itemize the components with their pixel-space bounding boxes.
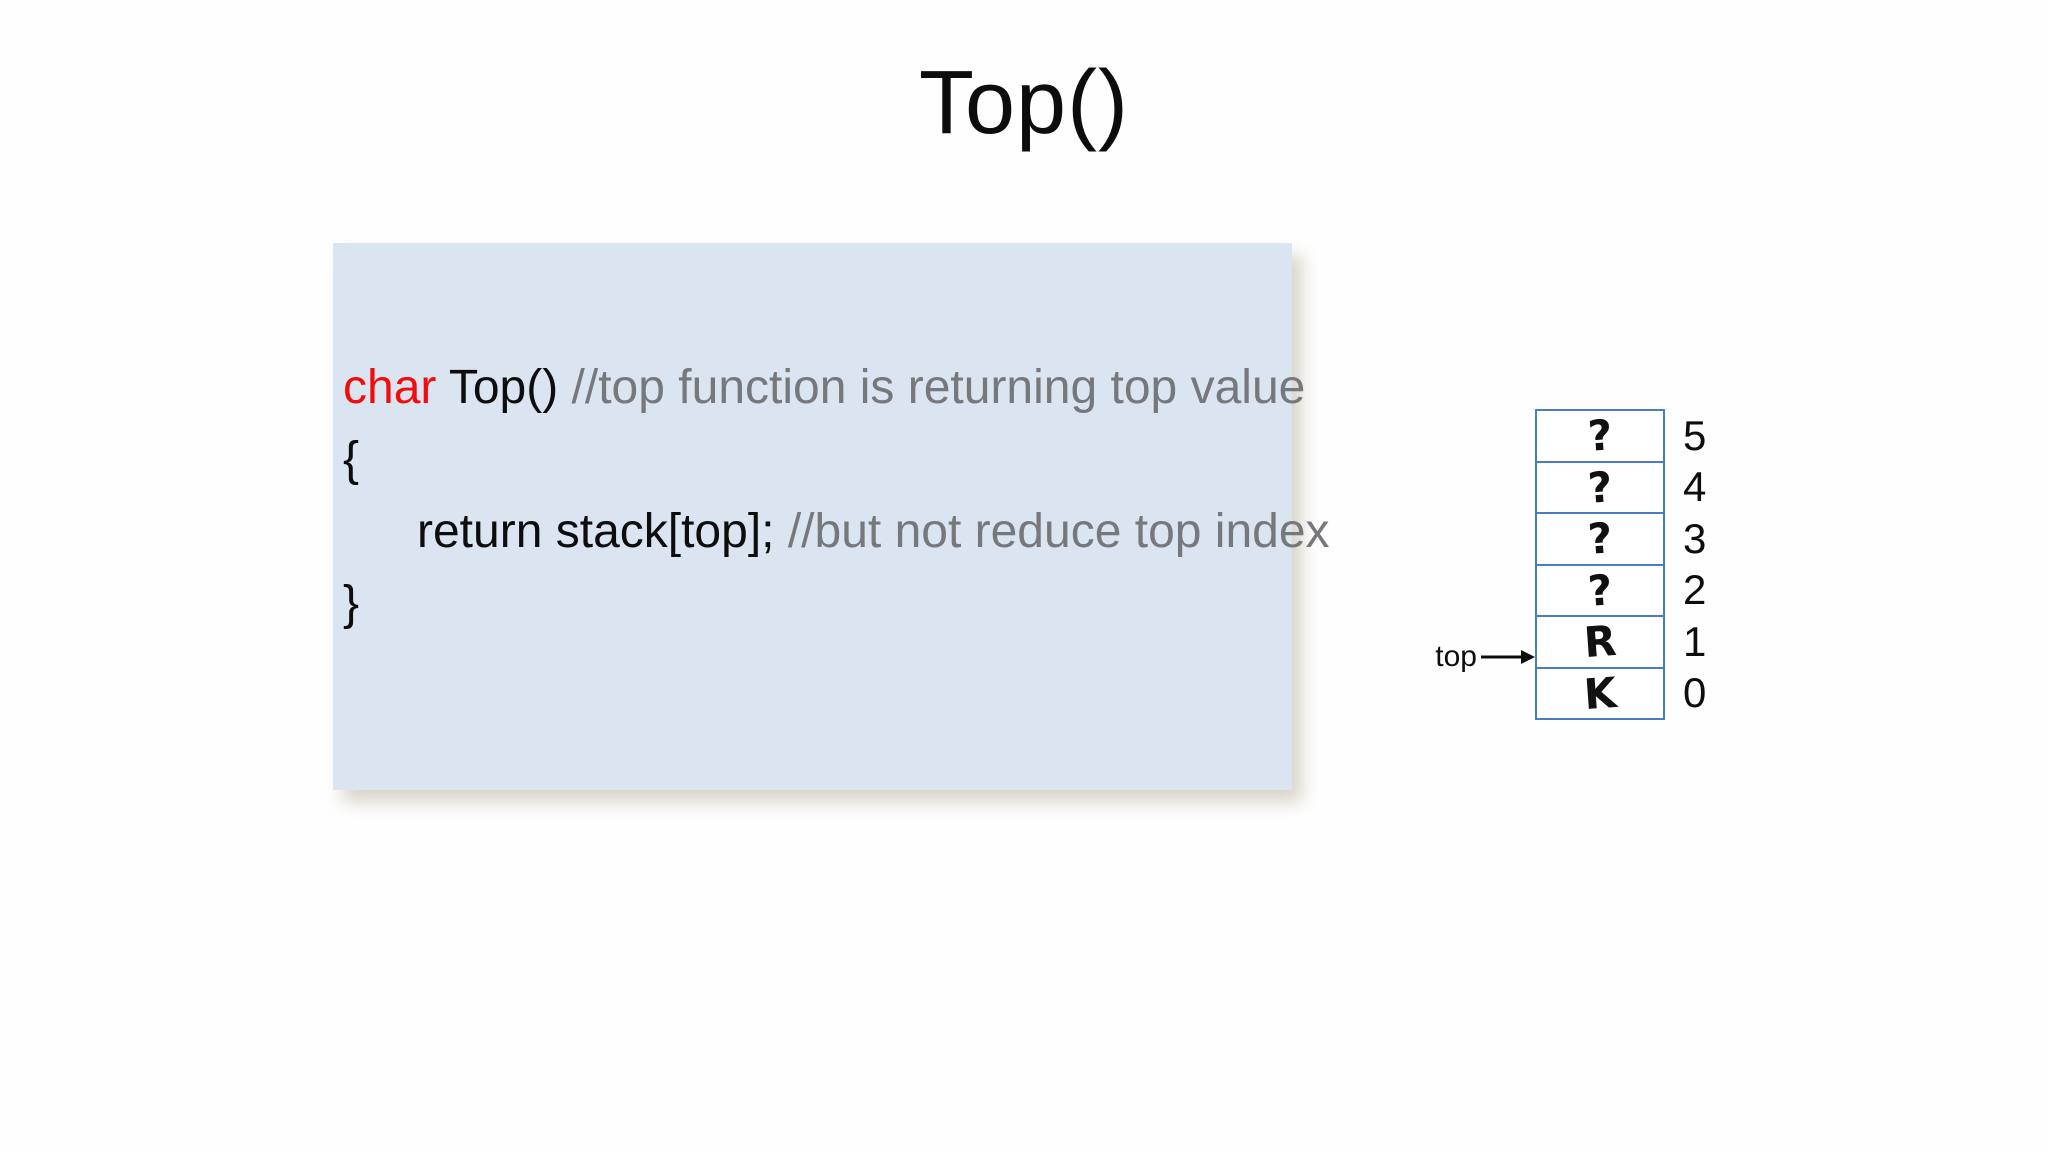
stack-cell-index-4: ? <box>1535 460 1665 514</box>
code-line-close-brace: } <box>343 568 1330 640</box>
slide-title: Top() <box>918 53 1130 153</box>
code-return-statement: return stack[top]; <box>417 505 788 558</box>
stack-cell-value: ? <box>1586 564 1614 616</box>
code-line-function-signature: char Top() //top function is returning t… <box>343 352 1330 424</box>
code-snippet-box <box>333 243 1292 790</box>
stack-index-label-2: 2 <box>1683 566 1707 614</box>
close-brace: } <box>343 577 360 630</box>
stack-index-label-1: 1 <box>1683 617 1707 665</box>
stack-cell-value: ? <box>1586 410 1614 462</box>
code-line-open-brace: { <box>343 424 1330 496</box>
stack-index-labels: 5 4 3 2 1 0 <box>1683 409 1733 720</box>
code-snippet: char Top() //top function is returning t… <box>343 352 1330 640</box>
stack-cell-index-1: R <box>1535 615 1665 669</box>
stack-cell-index-3: ? <box>1535 512 1665 566</box>
stack-cell-value: ? <box>1586 461 1614 513</box>
stack-cell-value: K <box>1582 667 1618 719</box>
code-keyword-char: char <box>343 361 437 414</box>
code-comment-line1: //top function is returning top value <box>571 361 1306 414</box>
right-arrow-icon <box>1481 650 1535 664</box>
stack-index-label-3: 3 <box>1683 514 1707 562</box>
stack-index-label-0: 0 <box>1683 669 1707 717</box>
code-comment-line3: //but not reduce top index <box>787 505 1330 558</box>
stack-cell-index-2: ? <box>1535 563 1665 617</box>
top-pointer: top <box>1398 632 1535 682</box>
code-function-name: Top() <box>436 361 572 414</box>
code-line-return-statement: return stack[top]; //but not reduce top … <box>343 496 1330 568</box>
stack-cell-index-0: K <box>1535 666 1665 720</box>
stack-index-label-4: 4 <box>1683 463 1707 511</box>
open-brace: { <box>343 433 360 486</box>
stack-cell-index-5: ? <box>1535 409 1665 463</box>
stack-index-label-5: 5 <box>1683 411 1707 459</box>
stack-cell-value: ? <box>1586 513 1614 565</box>
stack-cell-value: R <box>1582 616 1618 668</box>
stack-diagram: ? ? ? ? R K <box>1535 409 1665 720</box>
top-pointer-label: top <box>1435 640 1477 673</box>
